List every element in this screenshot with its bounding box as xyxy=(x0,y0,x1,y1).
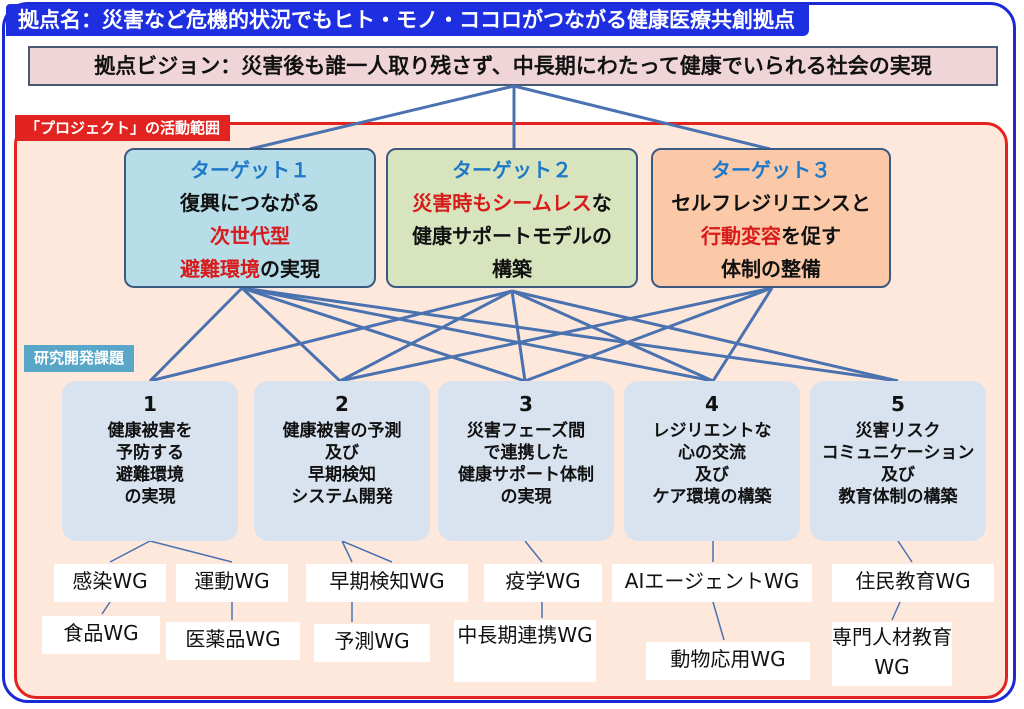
research-topic-5: 5 災害リスク コミュニケーション 及び 教育体制の構築 xyxy=(810,381,986,541)
target1-to-topic1-line xyxy=(148,286,244,383)
target-3-title: ターゲット３ xyxy=(711,158,831,182)
topic-text: ケア環境の構築 xyxy=(652,487,772,507)
wg-long-term-cooperation: 中長期連携WG xyxy=(454,620,596,682)
topic-text: の実現 xyxy=(124,487,176,507)
target3-to-topic4-line xyxy=(711,287,774,382)
topic-text: コミュニケーション xyxy=(821,443,975,463)
wg-exercise: 運動WG xyxy=(176,564,288,602)
target-1-highlight: 避難環境 xyxy=(180,257,260,281)
topic-text: 及び xyxy=(695,465,729,485)
target2-to-topic1-line xyxy=(149,289,513,383)
target-3-text: セルフレジリエンスと xyxy=(671,191,871,215)
topic-text: の実現 xyxy=(500,487,552,507)
topic-text: 避難環境 xyxy=(116,465,184,485)
target2-to-topic3-line xyxy=(510,290,527,382)
target2-to-topic4-line xyxy=(511,289,714,383)
target-2-title: ターゲット２ xyxy=(452,158,572,182)
topic-number: 5 xyxy=(891,392,905,416)
topic-text: 健康被害を xyxy=(107,421,193,441)
wg-professional-education: 専門人材教育WG xyxy=(832,622,952,686)
research-topic-2: 2 健康被害の予測 及び 早期検知 システム開発 xyxy=(254,381,430,541)
target-3-highlight: 行動変容 xyxy=(701,224,781,248)
target-2-text: な xyxy=(591,191,612,215)
target-1-box: ターゲット１ 復興につながる 次世代型 避難環境の実現 xyxy=(124,148,376,288)
target-1-title: ターゲット１ xyxy=(190,158,310,182)
topic-text: 予防する xyxy=(116,443,184,463)
wg-ai-agent: AIエージェントWG xyxy=(612,564,812,602)
project-scope-label: 「プロジェクト」の活動範囲 xyxy=(15,115,231,141)
target-2-text: 健康サポートモデルの xyxy=(412,224,612,248)
topic-text: 早期検知 xyxy=(308,465,376,485)
target1-to-topic5-line xyxy=(241,286,899,383)
vision-statement: 拠点ビジョン：災害後も誰一人取り残さず、中長期にわたって健康でいられる社会の実現 xyxy=(28,46,998,86)
wg-early-detection: 早期検知WG xyxy=(306,564,468,602)
wg-prediction: 予測WG xyxy=(314,624,430,662)
topic-text: 災害フェーズ間 xyxy=(466,421,586,441)
wg-animal-application: 動物応用WG xyxy=(646,642,810,680)
vision-to-target3-line xyxy=(513,84,771,151)
target3-to-topic3-line xyxy=(524,286,773,383)
target-1-text: 復興につながる xyxy=(180,191,320,215)
page-title: 拠点名：災害など危機的状況でもヒト・モノ・ココロがつながる健康医療共創拠点 xyxy=(6,4,809,36)
topic-number: 3 xyxy=(519,392,533,416)
target-2-highlight: 災害時もシームレス xyxy=(412,191,592,215)
research-topic-1: 1 健康被害を 予防する 避難環境 の実現 xyxy=(62,381,238,541)
research-topic-3: 3 災害フェーズ間 で連携した 健康サポート体制 の実現 xyxy=(438,381,614,541)
target-3-text: 体制の整備 xyxy=(721,257,821,281)
topic-number: 1 xyxy=(143,392,157,416)
target2-to-topic5-line xyxy=(511,289,899,383)
wg-infection: 感染WG xyxy=(54,564,166,602)
topic-text: 教育体制の構築 xyxy=(838,487,958,507)
target1-to-topic4-line xyxy=(241,286,714,383)
topic-text: 健康被害の予測 xyxy=(282,421,402,441)
topic-text: レジリエントな xyxy=(652,421,772,441)
topic-text: 健康サポート体制 xyxy=(458,465,594,485)
research-topic-4: 4 レジリエントな 心の交流 及び ケア環境の構築 xyxy=(624,381,800,541)
topic-text: で連携した xyxy=(483,443,569,463)
topic-number: 4 xyxy=(705,392,719,416)
topic-text: 及び xyxy=(881,465,915,485)
target2-to-topic2-line xyxy=(339,289,513,383)
target-1-highlight: 次世代型 xyxy=(210,224,290,248)
topic-number: 2 xyxy=(335,392,349,416)
wg-pharma: 医薬品WG xyxy=(166,622,300,660)
target-2-text: 構築 xyxy=(492,257,532,281)
topic-text: 及び xyxy=(325,443,359,463)
target-2-box: ターゲット２ 災害時もシームレスな 健康サポートモデルの 構築 xyxy=(386,148,638,288)
target1-to-topic2-line xyxy=(240,286,342,383)
target-3-text: を促す xyxy=(781,224,841,248)
topic-text: 心の交流 xyxy=(678,443,746,463)
target-3-box: ターゲット３ セルフレジリエンスと 行動変容を促す 体制の整備 xyxy=(651,148,891,288)
topic-text: 災害リスク xyxy=(855,421,941,441)
topic-text: システム開発 xyxy=(291,487,393,507)
vision-to-target1-line xyxy=(249,84,515,151)
target1-to-topic3-line xyxy=(241,286,526,383)
wg-epidemiology: 疫学WG xyxy=(484,564,602,602)
research-topics-label: 研究開発課題 xyxy=(24,345,135,372)
target-1-text: の実現 xyxy=(260,257,320,281)
wg-food: 食品WG xyxy=(42,616,160,654)
target3-to-topic2-line xyxy=(339,286,773,383)
wg-resident-education: 住民教育WG xyxy=(832,564,994,602)
